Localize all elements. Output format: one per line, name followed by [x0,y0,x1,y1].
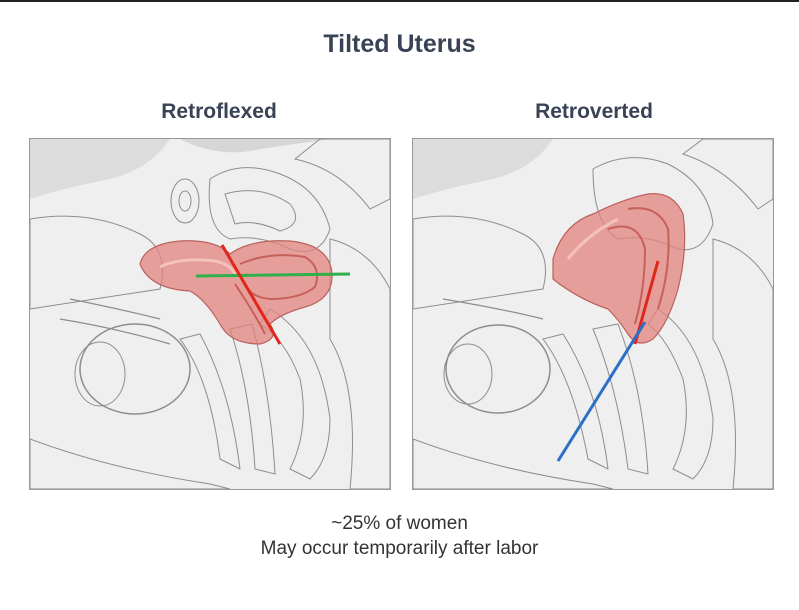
retroverted-label: Retroverted [535,100,653,123]
retroverted-illustration [412,138,774,490]
caption-prevalence: ~25% of women [331,513,468,534]
retroflexed-illustration [29,138,391,490]
red-axis-line [220,244,282,345]
blue-axis-line [556,321,647,462]
top-border [0,0,799,2]
caption-note: May occur temporarily after labor [260,538,539,559]
retroflexed-label: Retroflexed [161,100,277,123]
diagram-title: Tilted Uterus [323,30,476,58]
green-axis-line [195,272,351,278]
